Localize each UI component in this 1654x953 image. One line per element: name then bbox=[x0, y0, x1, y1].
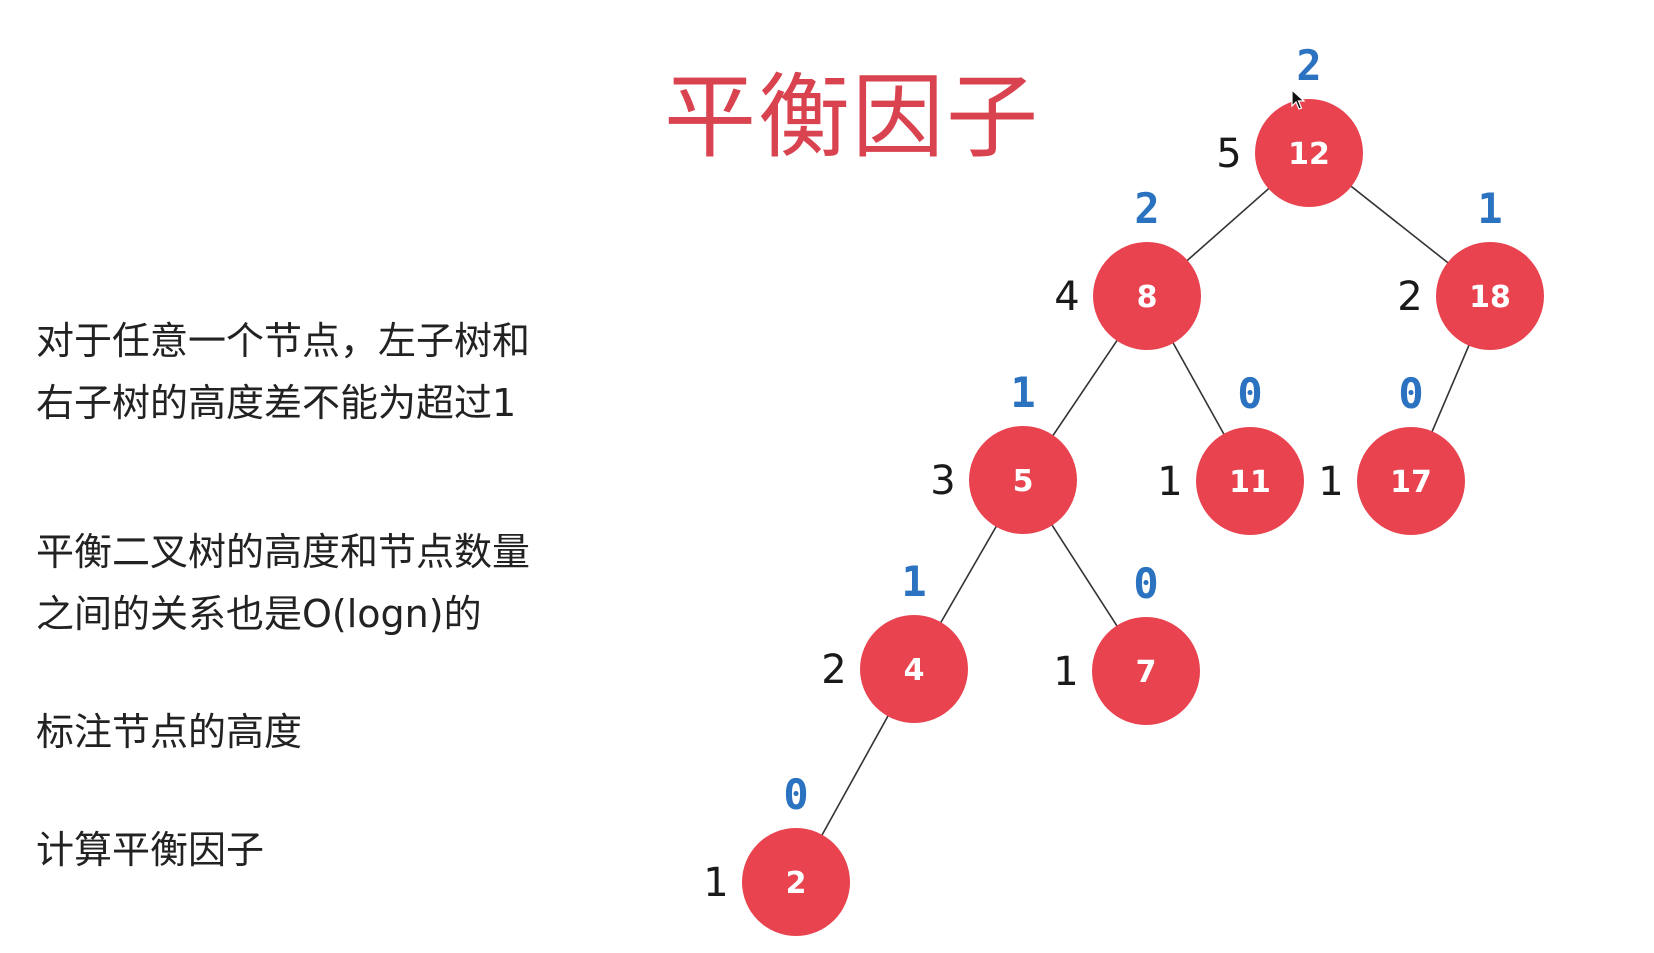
node-value: 12 bbox=[1288, 137, 1330, 172]
node-height-label: 1 bbox=[703, 860, 728, 906]
balance-factor-label: 2 bbox=[1134, 184, 1159, 233]
tree-node bbox=[860, 615, 968, 723]
paragraph-height-complexity: 平衡二叉树的高度和节点数量 之间的关系也是O(logn)的 bbox=[36, 521, 530, 645]
paragraph-line: 标注节点的高度 bbox=[36, 710, 303, 754]
paragraph-balance-rule: 对于任意一个节点，左子树和 右子树的高度差不能为超过1 bbox=[36, 310, 530, 434]
balance-factor-label: 0 bbox=[1398, 369, 1423, 418]
node-value: 11 bbox=[1229, 465, 1271, 500]
node-height-label: 3 bbox=[930, 458, 955, 504]
page-title: 平衡因子 bbox=[664, 64, 1041, 171]
node-value: 7 bbox=[1136, 655, 1157, 690]
paragraph-line: 计算平衡因子 bbox=[36, 828, 265, 872]
tree-node bbox=[1093, 242, 1201, 350]
node-value: 4 bbox=[904, 653, 925, 688]
node-value: 8 bbox=[1137, 280, 1158, 315]
node-height-label: 1 bbox=[1318, 459, 1343, 505]
node-value: 2 bbox=[786, 866, 807, 901]
tree-node bbox=[742, 828, 850, 936]
node-height-label: 2 bbox=[1397, 274, 1422, 320]
paragraph-compute-balance: 计算平衡因子 bbox=[36, 819, 264, 881]
node-height-label: 1 bbox=[1053, 649, 1078, 695]
tree-node bbox=[1196, 427, 1304, 535]
tree-node bbox=[1092, 617, 1200, 725]
node-height-label: 5 bbox=[1216, 131, 1241, 177]
tree-node bbox=[1436, 242, 1544, 350]
node-height-label: 4 bbox=[1054, 274, 1079, 320]
node-value: 18 bbox=[1469, 280, 1511, 315]
paragraph-line: 右子树的高度差不能为超过1 bbox=[36, 381, 517, 425]
node-height-label: 2 bbox=[821, 647, 846, 693]
paragraph-line: 对于任意一个节点，左子树和 bbox=[36, 319, 531, 363]
balance-factor-label: 1 bbox=[901, 557, 926, 606]
balance-factor-label: 1 bbox=[1010, 368, 1035, 417]
tree-node bbox=[1357, 427, 1465, 535]
balance-factor-label: 0 bbox=[783, 770, 808, 819]
balance-factor-label: 0 bbox=[1133, 559, 1158, 608]
paragraph-mark-heights: 标注节点的高度 bbox=[36, 701, 302, 763]
balance-factor-label: 0 bbox=[1237, 369, 1262, 418]
tree-node bbox=[1255, 99, 1363, 207]
balance-factor-label: 2 bbox=[1296, 41, 1321, 90]
paragraph-line: 平衡二叉树的高度和节点数量 bbox=[36, 530, 531, 574]
tree-node bbox=[969, 426, 1077, 534]
node-height-label: 1 bbox=[1157, 459, 1182, 505]
mouse-pointer-icon bbox=[1291, 89, 1306, 110]
balance-factor-label: 1 bbox=[1477, 184, 1502, 233]
paragraph-line: 之间的关系也是O(logn)的 bbox=[36, 592, 482, 636]
node-value: 17 bbox=[1390, 465, 1432, 500]
node-value: 5 bbox=[1013, 464, 1034, 499]
